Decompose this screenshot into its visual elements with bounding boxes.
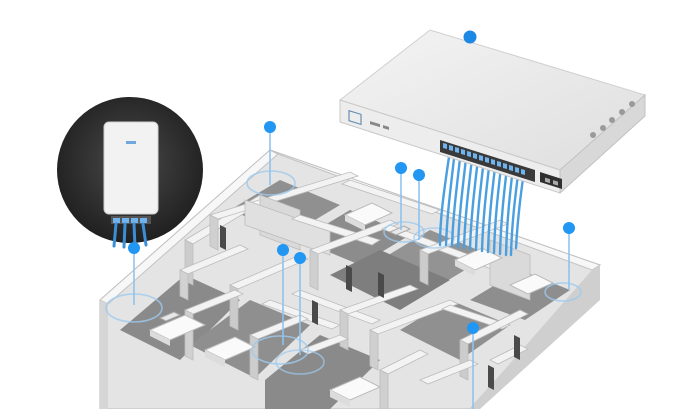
ubiquiti-logo xyxy=(370,121,389,130)
location-dot-icon xyxy=(413,169,425,181)
outer-wall-left-face xyxy=(100,300,108,409)
room-pin xyxy=(264,121,276,185)
location-pins xyxy=(128,30,575,409)
access-point-cables xyxy=(112,222,148,249)
rack-vents xyxy=(590,101,635,138)
location-dot-icon xyxy=(294,252,306,264)
room-pin xyxy=(413,169,425,240)
square-outline-icon xyxy=(348,109,362,126)
access-point-ports xyxy=(111,216,151,224)
location-dot-icon xyxy=(128,242,140,254)
corridor-floor xyxy=(330,250,450,310)
room-pin xyxy=(128,242,140,305)
coverage-rings xyxy=(105,170,582,375)
access-point-inset xyxy=(57,97,203,249)
switch-ports xyxy=(440,140,562,189)
location-dot-icon xyxy=(264,121,276,133)
furniture xyxy=(148,202,555,407)
room-pin xyxy=(563,222,575,290)
room-pin xyxy=(294,252,306,355)
room-pin xyxy=(395,162,407,230)
room-pin xyxy=(277,244,289,345)
in-wall-access-point xyxy=(103,121,159,215)
room-floor xyxy=(265,335,380,409)
doors xyxy=(220,225,520,390)
switch-location-pin xyxy=(463,30,477,44)
access-point-logo xyxy=(126,141,136,144)
location-dot-icon xyxy=(463,30,477,44)
location-dot-icon xyxy=(395,162,407,174)
location-dot-icon xyxy=(563,222,575,234)
network-switch xyxy=(338,29,647,195)
location-dot-icon xyxy=(277,244,289,256)
location-dot-icon xyxy=(467,322,479,334)
floor-plan xyxy=(99,149,602,409)
room-pin xyxy=(467,322,479,409)
